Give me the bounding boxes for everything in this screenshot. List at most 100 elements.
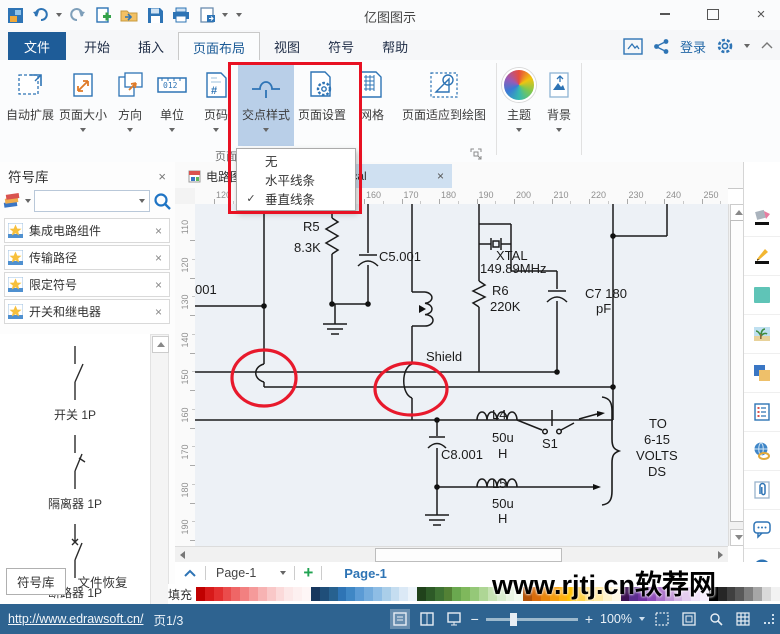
color-swatch-53[interactable] — [664, 587, 674, 601]
color-swatch-19[interactable] — [364, 587, 373, 601]
comment-button[interactable] — [744, 510, 780, 549]
color-swatch-52[interactable] — [655, 587, 665, 601]
zoom-out-button[interactable]: − — [470, 611, 479, 627]
color-swatch-12[interactable] — [302, 587, 311, 601]
collapse-ribbon-icon[interactable] — [760, 41, 774, 51]
color-swatch-45[interactable] — [593, 587, 603, 601]
open-folder-button[interactable] — [118, 4, 140, 26]
canvas-hscrollbar[interactable] — [175, 546, 728, 563]
color-swatch-3[interactable] — [222, 587, 232, 601]
tab-symbol[interactable]: 符号 — [328, 39, 355, 55]
color-swatch-0[interactable] — [196, 587, 205, 601]
color-swatch-6[interactable] — [249, 587, 258, 601]
unit-button[interactable]: 012 单位 — [150, 63, 194, 146]
orientation-button[interactable]: 方向 — [110, 63, 150, 146]
symbol-item-1[interactable]: 隔离器 1P — [0, 433, 150, 512]
color-swatch-18[interactable] — [355, 587, 365, 601]
section-close-icon[interactable]: × — [154, 304, 162, 319]
menu-item-0[interactable]: 无 — [237, 151, 355, 170]
zoom-in-button[interactable]: + — [584, 611, 594, 627]
hscroll-right-icon[interactable] — [714, 548, 727, 561]
edrawsoft-link[interactable]: http://www.edrawsoft.cn/ — [8, 612, 144, 626]
color-swatch-49[interactable] — [629, 587, 639, 601]
fill-tool-button[interactable] — [744, 198, 780, 237]
color-swatch-13[interactable] — [310, 587, 320, 601]
sidebar-section-1[interactable]: 传输路径× — [4, 245, 170, 270]
color-swatch-54[interactable] — [673, 587, 683, 601]
color-swatch-39[interactable] — [540, 587, 550, 601]
close-button[interactable]: × — [748, 4, 774, 24]
notes-button[interactable] — [744, 393, 780, 432]
section-close-icon[interactable]: × — [154, 277, 162, 292]
hscroll-left-icon[interactable] — [176, 548, 189, 561]
tab-file-recovery[interactable]: 文件恢复 — [77, 575, 128, 590]
maximize-button[interactable] — [700, 4, 726, 24]
dialog-launcher-icon[interactable] — [470, 148, 482, 160]
color-swatch-1[interactable] — [204, 587, 214, 601]
color-swatch-25[interactable] — [417, 587, 426, 601]
page-nav-label[interactable]: Page-1 — [216, 566, 257, 580]
view-normal-button[interactable] — [389, 609, 410, 629]
add-page-button[interactable]: + — [303, 563, 314, 582]
color-swatch-48[interactable] — [620, 587, 630, 601]
color-swatch-60[interactable] — [726, 587, 736, 601]
search-input[interactable] — [39, 192, 133, 210]
hyperlink-button[interactable] — [744, 432, 780, 471]
color-swatch-59[interactable] — [717, 587, 727, 601]
zoom-caret[interactable] — [639, 617, 645, 621]
color-swatch-55[interactable] — [682, 587, 692, 601]
fit-page-to-drawing-button[interactable]: 页面适应到绘图 — [394, 63, 494, 146]
symbol-item-0[interactable]: 开关 1P — [0, 344, 150, 423]
color-swatch-2[interactable] — [213, 587, 223, 601]
search-icon[interactable] — [153, 192, 172, 211]
sidebar-section-0[interactable]: 集成电路组件× — [4, 218, 170, 243]
zoom-find-button[interactable] — [706, 609, 726, 629]
color-swatch-43[interactable] — [576, 587, 586, 601]
color-swatch-33[interactable] — [487, 587, 497, 601]
settings-dropdown-caret[interactable] — [744, 44, 750, 48]
shapes-button[interactable] — [744, 354, 780, 393]
page-number-button[interactable]: # 页码 — [194, 63, 238, 146]
scroll-up-icon[interactable] — [152, 336, 169, 353]
new-document-button[interactable] — [92, 4, 114, 26]
background-button[interactable]: 背景 — [539, 63, 579, 146]
zoom-slider[interactable] — [485, 612, 578, 626]
page-nav-caret[interactable] — [280, 571, 287, 575]
color-swatch-41[interactable] — [558, 587, 568, 601]
qat-customize-caret[interactable] — [236, 13, 242, 17]
zoom-slider-thumb[interactable] — [509, 612, 517, 626]
color-swatch-10[interactable] — [284, 587, 294, 601]
preview-dropdown-caret[interactable] — [222, 13, 228, 17]
combo-caret[interactable] — [139, 199, 145, 203]
color-swatch-46[interactable] — [602, 587, 612, 601]
share-icon[interactable] — [653, 38, 670, 55]
sidebar-scrollbar[interactable] — [150, 334, 169, 634]
color-swatch-38[interactable] — [532, 587, 541, 601]
hscroll-thumb[interactable] — [375, 548, 562, 562]
line-tool-button[interactable] — [744, 237, 780, 276]
grid-button[interactable]: 网格 — [350, 63, 394, 146]
color-swatch-17[interactable] — [346, 587, 356, 601]
color-swatch-63[interactable] — [753, 587, 762, 601]
page-size-button[interactable]: 页面大小 — [56, 63, 110, 146]
color-swatch-61[interactable] — [735, 587, 745, 601]
color-swatch-28[interactable] — [443, 587, 453, 601]
insert-picture-button[interactable] — [744, 315, 780, 354]
color-swatch-15[interactable] — [328, 587, 338, 601]
color-swatch-8[interactable] — [266, 587, 276, 601]
print-button[interactable] — [170, 4, 192, 26]
crossing-style-button[interactable]: 交点样式 — [238, 63, 294, 146]
color-swatch-27[interactable] — [434, 587, 444, 601]
color-swatch-34[interactable] — [496, 587, 506, 601]
color-swatch-35[interactable] — [505, 587, 515, 601]
color-swatch-32[interactable] — [479, 587, 488, 601]
page-setup-button[interactable]: 页面设置 — [294, 63, 350, 146]
color-swatch-51[interactable] — [647, 587, 656, 601]
tab-symbol-library[interactable]: 符号库 — [6, 567, 66, 595]
color-swatch-30[interactable] — [461, 587, 471, 601]
color-swatch-47[interactable] — [611, 587, 621, 601]
sidebar-section-3[interactable]: 开关和继电器× — [4, 299, 170, 324]
color-swatch-64[interactable] — [762, 587, 771, 601]
canvas-vscrollbar[interactable] — [728, 204, 747, 546]
